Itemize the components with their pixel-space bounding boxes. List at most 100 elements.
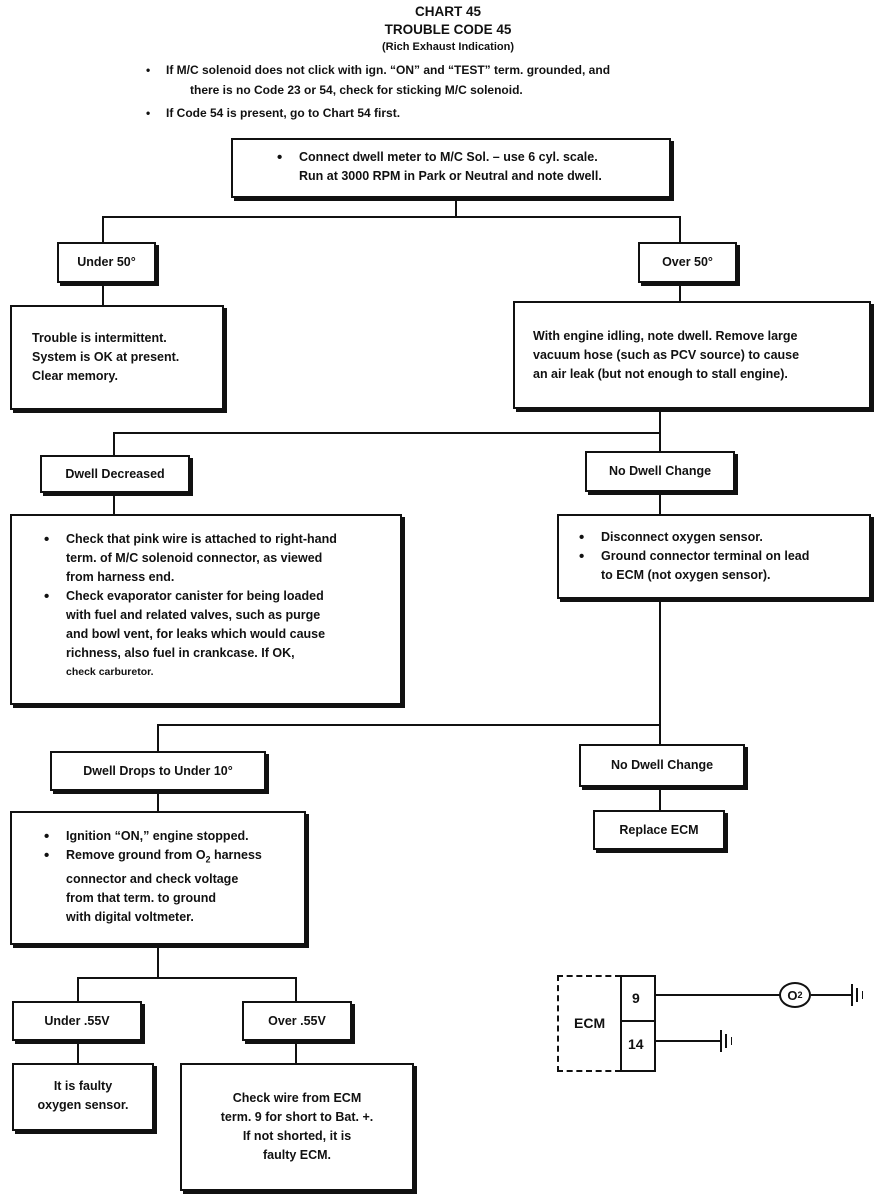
- disconnect-item-1: Disconnect oxygen sensor.: [579, 528, 861, 547]
- connector-line: [113, 432, 661, 434]
- checks-item-2-line-1: Check evaporator canister for being load…: [66, 589, 324, 603]
- check-wire-line-3: If not shorted, it is: [242, 1129, 352, 1143]
- connector-line: [295, 977, 297, 1001]
- ignition-item-2-line-2: connector and check voltage: [66, 871, 239, 886]
- ground-icon: [720, 1030, 722, 1052]
- connector-line: [77, 1040, 79, 1064]
- checks-item-2-line-3: and bowl vent, for leaks which would cau…: [66, 627, 326, 641]
- under-055-box: Under .55V: [12, 1001, 142, 1041]
- checks-item-1-line-1: Check that pink wire is attached to righ…: [66, 532, 337, 546]
- faulty-sensor-line-2: oxygen sensor.: [37, 1098, 129, 1112]
- checks-item-2-line-4: richness, also fuel in crankcase. If OK,: [66, 646, 295, 660]
- connector-line: [659, 408, 661, 433]
- connector-line: [659, 786, 661, 810]
- no-dwell-change-box-2: No Dwell Change: [579, 744, 745, 787]
- under-055-label: Under .55V: [44, 1013, 110, 1028]
- connector-line: [295, 1040, 297, 1064]
- no-dwell-change-label-2: No Dwell Change: [610, 758, 714, 772]
- connector-line: [157, 724, 159, 752]
- start-step-box: Connect dwell meter to M/C Sol. – use 6 …: [231, 138, 671, 198]
- idle-check-line-2: vacuum hose (such as PCV source) to caus…: [533, 348, 800, 362]
- connector-line: [102, 216, 681, 218]
- ignition-item-2-subscript: 2: [205, 854, 211, 865]
- pin-14-label: 14: [628, 1036, 644, 1052]
- ecm-connector: [620, 975, 656, 1072]
- ignition-item-2-line-3: from that term. to ground: [66, 890, 216, 905]
- connector-line: [659, 432, 661, 454]
- connector-line: [102, 282, 104, 306]
- pin-divider: [620, 1020, 656, 1022]
- note-1: • If M/C solenoid does not click with ig…: [146, 60, 610, 80]
- connector-line: [659, 492, 661, 514]
- connector-line: [113, 432, 115, 456]
- faulty-sensor-box: It is faulty oxygen sensor.: [12, 1063, 154, 1131]
- idle-check-box: With engine idling, note dwell. Remove l…: [513, 301, 871, 409]
- disconnect-box: Disconnect oxygen sensor. Ground connect…: [557, 514, 871, 599]
- note-1-cont: there is no Code 23 or 54, check for sti…: [190, 80, 523, 100]
- chart-number: CHART 45: [414, 4, 481, 19]
- ground-icon: [725, 1034, 727, 1048]
- ignition-item-1: Ignition “ON,” engine stopped.: [44, 827, 298, 846]
- pin-9-label: 9: [632, 990, 640, 1006]
- bullet-icon: •: [146, 106, 151, 120]
- checks-item-2-line-2: with fuel and related valves, such as pu…: [66, 608, 321, 622]
- over-50-label: Over 50°: [662, 255, 713, 269]
- intermittent-line-1: Trouble is intermittent.: [32, 331, 167, 345]
- note-2: • If Code 54 is present, go to Chart 54 …: [146, 103, 401, 123]
- checks-box: Check that pink wire is attached to righ…: [10, 514, 402, 705]
- ignition-item-2-text: Remove ground from O: [66, 848, 206, 862]
- ecm-outline: [557, 975, 621, 1072]
- connector-line: [102, 216, 104, 242]
- intermittent-line-2: System is OK at present.: [32, 350, 180, 364]
- connector-line: [679, 282, 681, 302]
- checks-item-2: Check evaporator canister for being load…: [44, 587, 392, 682]
- bullet-icon: •: [146, 63, 151, 77]
- connector-line: [157, 724, 661, 726]
- ignition-item-2-line-1: Remove ground from O2 harness: [66, 846, 298, 870]
- dwell-drops-box: Dwell Drops to Under 10°: [50, 751, 266, 791]
- wire-sensor-ground: [811, 994, 851, 996]
- ignition-item-2-text-end: harness: [210, 848, 262, 862]
- dwell-decreased-label: Dwell Decreased: [65, 466, 165, 481]
- ground-icon: [731, 1037, 732, 1045]
- connector-line: [679, 216, 681, 242]
- ignition-item-2-line-4: with digital voltmeter.: [66, 909, 194, 924]
- under-50-box: Under 50°: [57, 242, 156, 283]
- faulty-sensor-line-1: It is faulty: [53, 1079, 113, 1093]
- over-055-box: Over .55V: [242, 1001, 352, 1041]
- replace-ecm-box: Replace ECM: [593, 810, 725, 850]
- check-wire-box: Check wire from ECM term. 9 for short to…: [180, 1063, 414, 1191]
- disconnect-item-2: Ground connector terminal on lead to ECM…: [579, 547, 861, 585]
- connector-line: [77, 977, 79, 1001]
- checks-item-1: Check that pink wire is attached to righ…: [44, 530, 392, 587]
- connector-line: [113, 492, 115, 514]
- check-wire-line-4: faulty ECM.: [262, 1148, 332, 1162]
- connector-line: [157, 790, 159, 812]
- checks-item-1-line-3: from harness end.: [66, 570, 175, 584]
- check-wire-line-1: Check wire from ECM: [232, 1091, 362, 1105]
- connector-line: [455, 197, 457, 217]
- intermittent-line-3: Clear memory.: [32, 369, 118, 383]
- sensor-subscript: 2: [797, 990, 803, 1000]
- dwell-drops-label: Dwell Drops to Under 10°: [83, 763, 233, 778]
- wire-pin-9: [656, 994, 780, 996]
- ground-icon: [862, 991, 863, 999]
- start-step-line-1: Connect dwell meter to M/C Sol. – use 6 …: [277, 148, 659, 167]
- connector-line: [77, 977, 297, 979]
- start-step-line-2: Run at 3000 RPM in Park or Neutral and n…: [299, 169, 602, 183]
- ecm-label: ECM: [574, 1015, 606, 1031]
- connector-line: [157, 944, 159, 978]
- chart-subtitle: (Rich Exhaust Indication): [381, 41, 514, 53]
- note-2-text: If Code 54 is present, go to Chart 54 fi…: [166, 106, 401, 120]
- note-1-line-2: there is no Code 23 or 54, check for sti…: [190, 83, 523, 97]
- checks-item-1-line-2: term. of M/C solenoid connector, as view…: [66, 551, 323, 565]
- disconnect-item-2-line-1: Ground connector terminal on lead: [601, 549, 810, 563]
- ground-icon: [856, 988, 858, 1002]
- ignition-item-2: Remove ground from O2 harness connector …: [44, 846, 298, 927]
- chart-title: TROUBLE CODE 45: [384, 22, 512, 37]
- over-50-box: Over 50°: [638, 242, 737, 283]
- check-wire-line-2: term. 9 for short to Bat. +.: [220, 1110, 374, 1124]
- disconnect-item-2-line-2: to ECM (not oxygen sensor).: [601, 568, 771, 582]
- over-055-label: Over .55V: [268, 1013, 326, 1028]
- intermittent-box: Trouble is intermittent. System is OK at…: [10, 305, 224, 410]
